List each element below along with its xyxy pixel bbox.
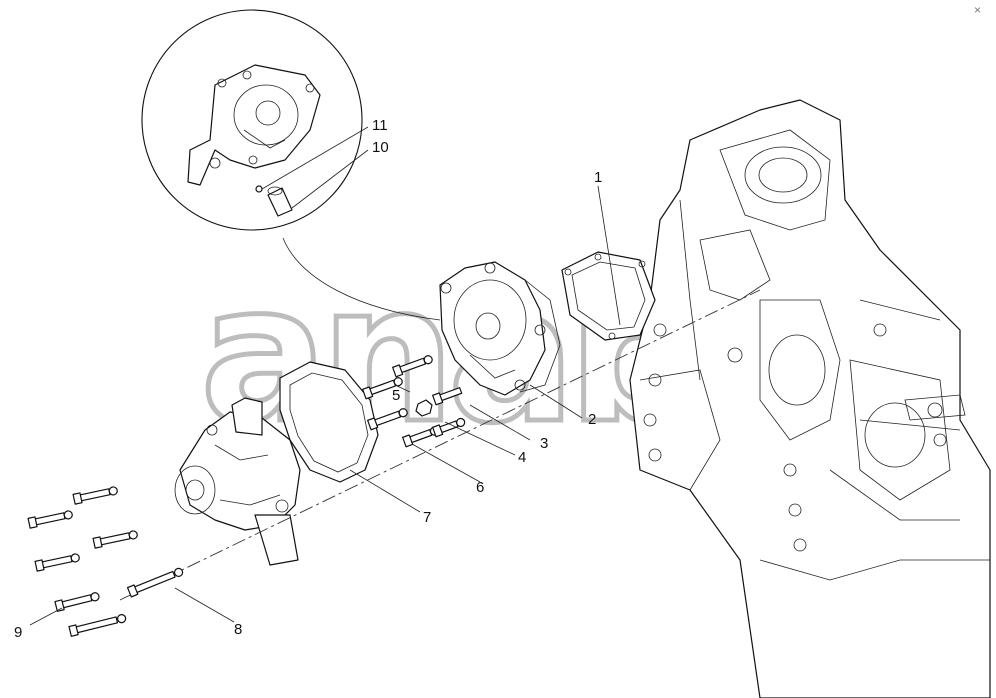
callout-8: 8 [234,621,242,638]
callout-11: 11 [372,117,388,134]
centerline [119,289,761,601]
callout-1: 1 [594,169,602,186]
gasket-7 [279,361,379,483]
callouts: 1 2 3 4 5 6 7 8 9 10 11 [14,117,602,641]
callout-6: 6 [476,479,484,496]
callout-9: 9 [14,624,22,641]
water-pump [174,397,301,566]
bolts-lower [27,486,184,637]
engine-block [629,99,991,698]
callout-3: 3 [540,435,548,452]
callout-4: 4 [518,449,526,466]
callout-10: 10 [372,139,389,156]
gasket-1 [561,251,656,341]
pump-housing [439,261,561,396]
callout-7: 7 [423,509,431,526]
detail-view [141,9,441,321]
callout-5: 5 [392,387,400,404]
corner-mark: × [974,3,981,17]
callout-2: 2 [588,411,596,428]
leader-lines [29,126,621,626]
bolts-upper [362,355,466,448]
